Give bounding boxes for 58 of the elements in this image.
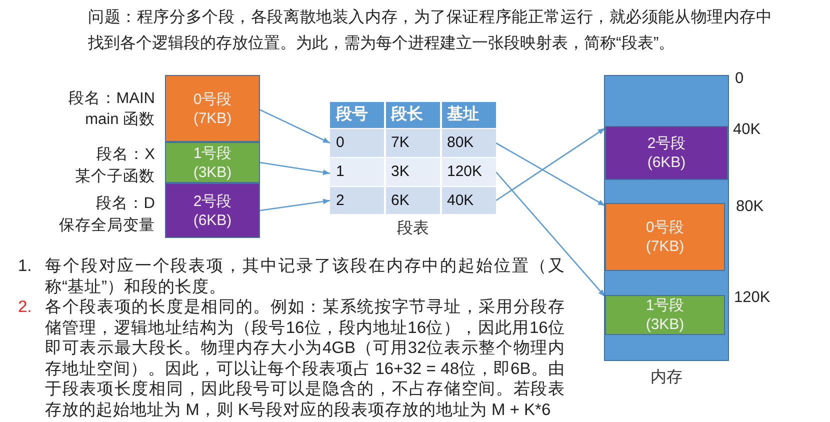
segment-block (165, 75, 260, 142)
memory-label: 内存 (650, 369, 682, 387)
segment-name-label: 段名：MAIN (68, 89, 155, 108)
column-header: 基址 (447, 106, 479, 124)
table-row (330, 187, 496, 214)
segment-title: 0号段 (646, 218, 684, 237)
segment-length: 3K (391, 163, 410, 181)
segment-description: 保存全局变量 (59, 216, 155, 235)
segment-name-label: 段名：D (96, 194, 155, 213)
address-label: 40K (733, 120, 761, 139)
address-label: 0 (735, 69, 744, 88)
segment-size: (6KB) (193, 210, 232, 230)
segment-title: 0号段 (193, 90, 232, 108)
table-row (330, 158, 496, 186)
arrow (496, 128, 606, 202)
base-address: 120K (447, 163, 482, 181)
segment-number: 0 (336, 134, 344, 152)
list-item-text: 每个段对应一个段表项，其中记录了该段在内存中的起始位置（又称“基址”）和段的长度。 (45, 256, 565, 297)
list-number: 1. (18, 256, 32, 276)
column-header: 段长 (391, 106, 423, 124)
base-address: 40K (447, 192, 474, 210)
table-caption: 段表 (397, 220, 429, 238)
segment-name-label: 段名：X (96, 145, 155, 164)
segment-size: (3KB) (193, 162, 232, 182)
segment-block (165, 142, 260, 183)
segment-size: (7KB) (646, 237, 684, 256)
segment-size: (6KB) (647, 153, 686, 172)
segment-length: 7K (391, 134, 410, 152)
segment-number: 2 (336, 192, 344, 210)
segment-title: 2号段 (647, 134, 686, 153)
segment-block (165, 183, 260, 238)
segment-block (605, 295, 725, 335)
segment-block (605, 203, 725, 271)
segment-title: 1号段 (193, 144, 232, 162)
arrow (496, 142, 606, 206)
arrow (260, 198, 330, 212)
table-row (330, 129, 496, 157)
address-label: 120K (734, 288, 770, 307)
arrow (496, 172, 606, 298)
list-item-text: 各个段表项的长度是相同的。例如：某系统按字节寻址，采用分段存储管理，逻辑地址结构为（段号16位，段内地址16位），因此用16位即可表示最大段长。物理内存大小为4GB（可用32位表示整个物理内存地址空间）。因此，可以让每个段表项占 16+32 = 48位，即6B。由于段表项长度相同，因此段号可以是隐含的，不占存储空间。若段表存放的起始地址为 M，则 K号段对应的段表项存放的地址为 M + K*6 (45, 297, 565, 420)
segment-description: main 函数 (85, 110, 155, 129)
arrow (260, 162, 330, 176)
intro-paragraph: 问题：程序分多个段，各段离散地装入内存，为了保证程序能正常运行，就必须能从物理内存中找到各个逻辑段的存放位置。为此，需为每个进程建立一张段映射表，简称“段表”。 (88, 8, 772, 54)
segment-size: (7KB) (193, 108, 232, 128)
segment-title: 2号段 (193, 192, 232, 210)
segment-description: 某个子函数 (75, 167, 155, 186)
segment-block (605, 126, 728, 180)
base-address: 80K (447, 134, 474, 152)
arrow (260, 109, 330, 144)
segment-number: 1 (336, 163, 344, 181)
segment-title: 1号段 (646, 296, 684, 315)
address-label: 80K (736, 197, 764, 216)
segment-length: 6K (391, 192, 410, 210)
segment-size: (3KB) (646, 315, 684, 334)
table-header-row (330, 102, 496, 128)
column-header: 段号 (336, 106, 368, 124)
segment-table (330, 102, 496, 238)
list-number: 2. (18, 297, 32, 318)
